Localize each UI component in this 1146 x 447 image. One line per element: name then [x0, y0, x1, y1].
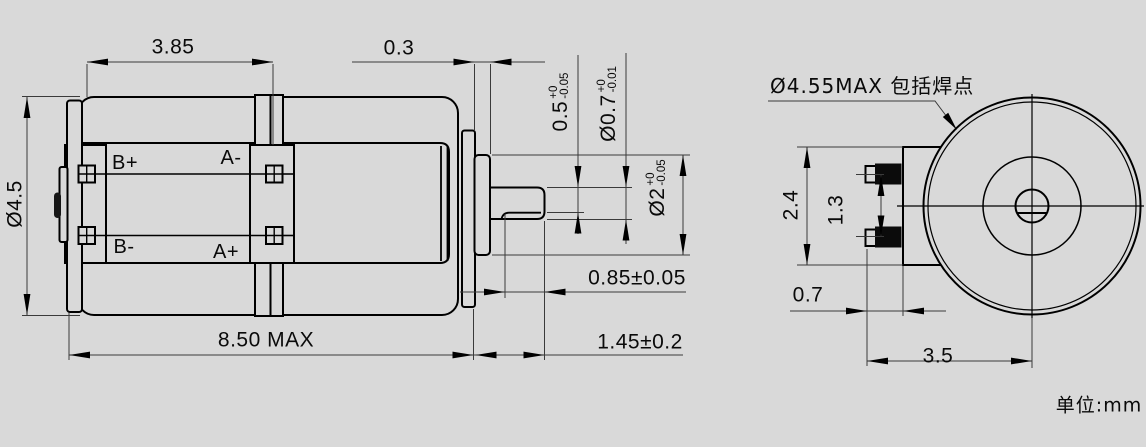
- motor-pins: [864, 163, 902, 248]
- terminal-wires: [95, 173, 294, 237]
- dim-overall-length: 8.50 MAX: [217, 328, 315, 352]
- rear-shaft-stub: [54, 192, 61, 218]
- motor-side-view: [54, 94, 546, 317]
- dim-shaft-diameter-base: Ø0.7: [596, 94, 620, 142]
- dim-boss-diameter-base: Ø2: [645, 187, 669, 217]
- middle-bracket-plate: [249, 144, 295, 264]
- end-plate: [461, 129, 476, 308]
- dim-shaft-length: 1.45±0.2: [597, 330, 683, 354]
- dim-pin-to-center: 3.5: [922, 344, 954, 368]
- shaft-flat-edge: [500, 211, 541, 220]
- dim-gear-section-length: 3.85: [151, 35, 195, 59]
- dim-boss-diameter-minus: -0.05: [656, 159, 668, 186]
- output-shaft: [489, 186, 546, 220]
- bearing-boss: [473, 154, 491, 256]
- front-plate: [66, 99, 83, 313]
- center-crosshairs: [897, 94, 1144, 318]
- inner-motor-outline: [70, 142, 450, 264]
- dim-flat-length: 0.85±0.05: [588, 266, 686, 290]
- dim-shaft-diameter-minus: -0.01: [607, 66, 619, 93]
- dim-flat-height: 0.5 +0 -0.05: [548, 72, 572, 132]
- terminal-label-b-minus: B-: [113, 236, 135, 258]
- terminal-label-a-minus: A-: [220, 147, 242, 169]
- dim-boss-diameter: Ø2 +0 -0.05: [645, 159, 669, 217]
- terminal-label-b-plus: B+: [111, 152, 139, 174]
- terminal-square-crosses: [78, 165, 283, 244]
- commutator-lines: [440, 146, 449, 261]
- dim-flat-height-minus: -0.05: [559, 72, 571, 99]
- dim-shaft-diameter: Ø0.7 +0 -0.01: [596, 66, 620, 142]
- dim-body-diameter: Ø4.5: [3, 180, 27, 228]
- dim-flat-height-base: 0.5: [548, 100, 572, 132]
- callout-max-diameter: Ø4.55MAX 包括焊点: [770, 74, 975, 98]
- unit-note: 单位:mm: [1055, 394, 1143, 417]
- dim-boss-width: 0.3: [383, 36, 415, 60]
- dim-pin-pitch: 1.3: [824, 194, 848, 226]
- terminal-label-a-plus: A+: [212, 241, 240, 263]
- dim-housing-height: 2.4: [779, 189, 803, 221]
- motor-end-view: [864, 94, 1144, 318]
- dimension-arrowheads: [23, 58, 1032, 365]
- dim-pin-length: 0.7: [792, 283, 824, 307]
